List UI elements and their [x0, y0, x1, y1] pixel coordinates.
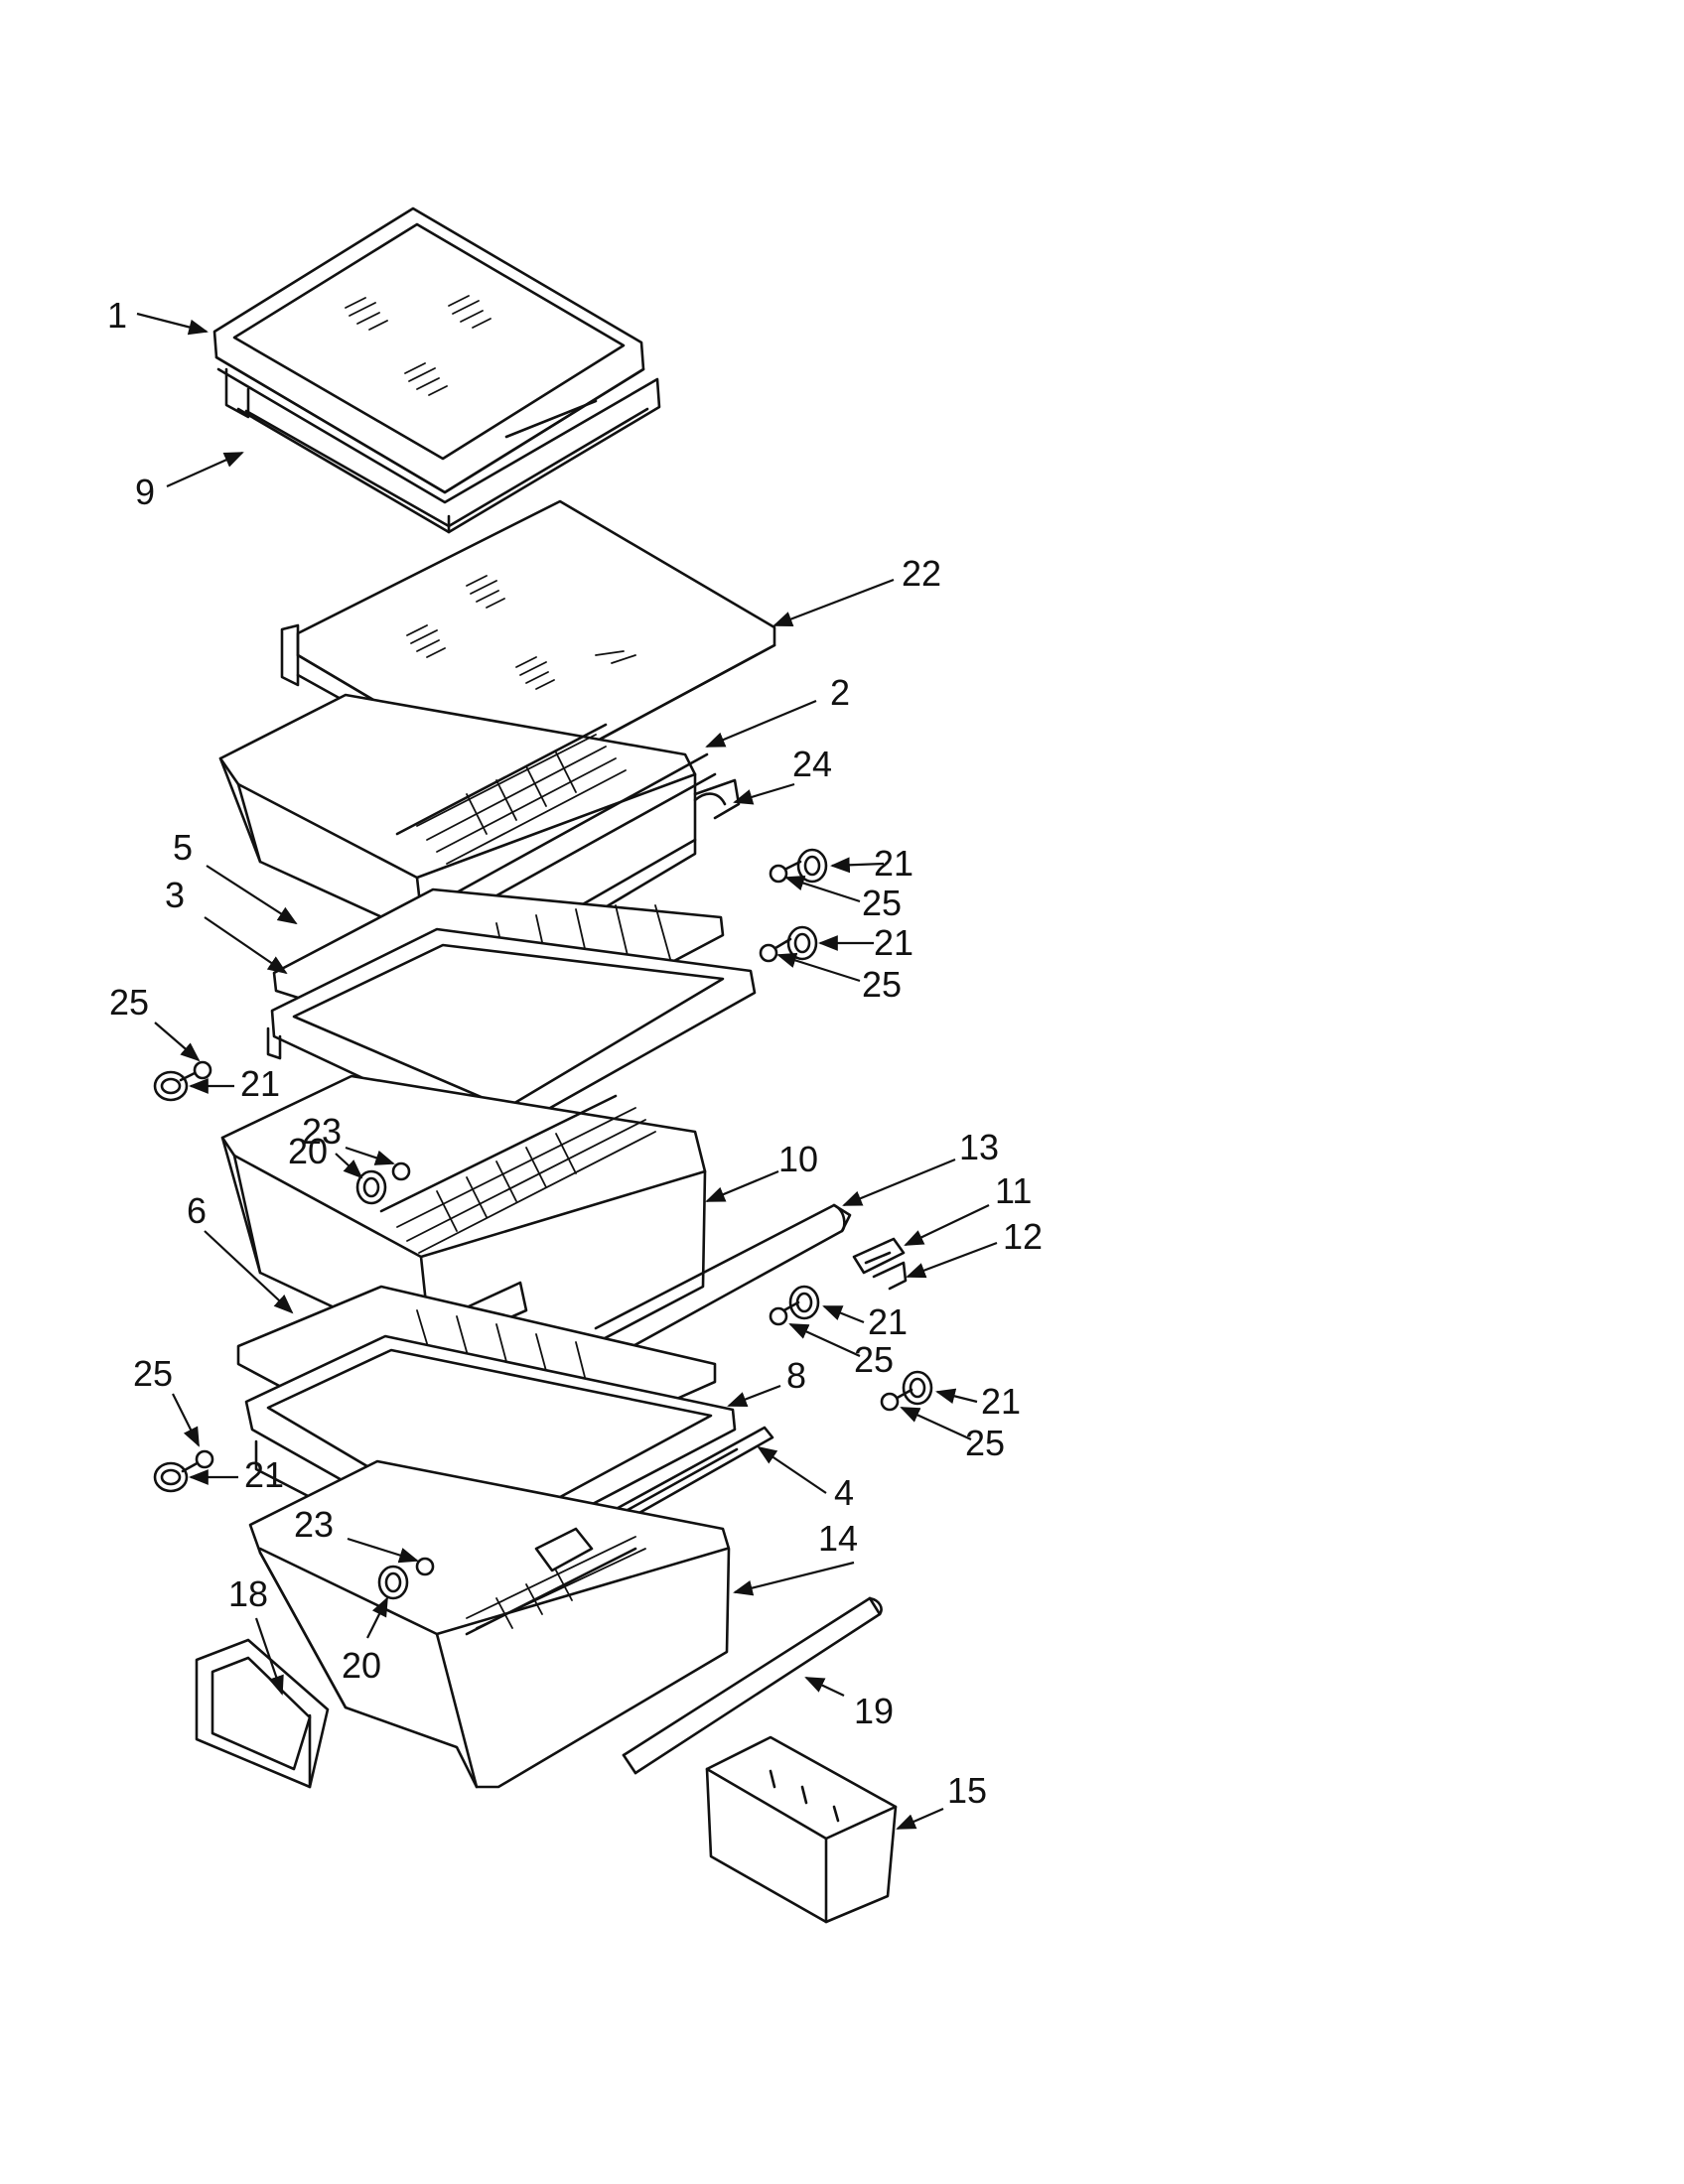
screw-23-b: [415, 1557, 435, 1576]
roller-21-d: [788, 1285, 820, 1320]
label-part-25-d: 25: [854, 1339, 894, 1380]
label-part-12: 12: [1003, 1216, 1043, 1257]
label-part-11: 11: [995, 1170, 1032, 1211]
part-1-shelf: [212, 206, 645, 494]
roller-20-b: [377, 1565, 409, 1600]
part-9-shelf-frame: [216, 367, 661, 534]
screw-23-a: [391, 1161, 411, 1181]
label-part-21-e: 21: [981, 1381, 1021, 1422]
label-part-5: 5: [173, 827, 193, 868]
roller-21-c: [153, 1070, 189, 1102]
label-part-25-c: 25: [109, 982, 149, 1023]
part-14-bottom-drawer: [248, 1459, 731, 1789]
label-part-20-a: 20: [288, 1131, 328, 1171]
screw-25-a: [769, 860, 802, 884]
screw-25-f: [181, 1449, 214, 1473]
label-part-21-a: 21: [874, 843, 913, 884]
label-part-20-b: 20: [342, 1645, 381, 1686]
label-part-24: 24: [792, 744, 832, 784]
label-part-21-d: 21: [868, 1301, 908, 1342]
label-part-4: 4: [834, 1472, 854, 1513]
part-24-handle: [693, 778, 741, 820]
label-part-21-f: 21: [244, 1454, 284, 1495]
roller-20-a: [355, 1169, 387, 1205]
label-part-10: 10: [778, 1139, 818, 1179]
label-part-25-f: 25: [133, 1353, 173, 1394]
label-part-14: 14: [818, 1518, 858, 1559]
label-part-6: 6: [187, 1190, 207, 1231]
label-part-23-b: 23: [294, 1504, 334, 1545]
part-12-clip-bracket: [872, 1261, 908, 1291]
screw-25-e: [880, 1388, 913, 1412]
label-part-9: 9: [135, 472, 155, 512]
part-18-panel: [195, 1638, 330, 1789]
label-part-19: 19: [854, 1691, 894, 1731]
label-part-3: 3: [165, 875, 185, 915]
label-part-1: 1: [107, 295, 127, 336]
label-part-21-b: 21: [874, 922, 913, 963]
part-13-handle-rod: [594, 1203, 852, 1362]
part-11-clip: [852, 1237, 906, 1275]
label-part-2: 2: [830, 672, 850, 713]
label-part-25-b: 25: [862, 964, 902, 1005]
roller-21-b: [786, 925, 818, 961]
leader-lines: [136, 312, 998, 1831]
roller-21-f: [153, 1461, 189, 1493]
screw-25-d: [769, 1300, 800, 1326]
label-part-18: 18: [228, 1573, 268, 1614]
label-part-25-a: 25: [862, 883, 902, 923]
label-part-22: 22: [902, 553, 941, 594]
screw-25-c: [179, 1060, 212, 1082]
part-labels: 1 9 22 2 24 5 3 21 25 21 25 25 21 23 20 …: [107, 295, 1043, 1811]
label-part-15: 15: [947, 1770, 987, 1811]
label-part-21-c: 21: [240, 1063, 280, 1104]
roller-21-e: [902, 1370, 933, 1406]
part-19-rail: [622, 1596, 883, 1775]
roller-21-a: [796, 848, 828, 884]
label-part-13: 13: [959, 1127, 999, 1167]
screw-25-b: [759, 937, 792, 963]
label-part-25-e: 25: [965, 1423, 1005, 1463]
part-15-bin: [705, 1735, 898, 1924]
label-part-23-a: 23: [302, 1111, 342, 1152]
label-part-8: 8: [786, 1355, 806, 1396]
